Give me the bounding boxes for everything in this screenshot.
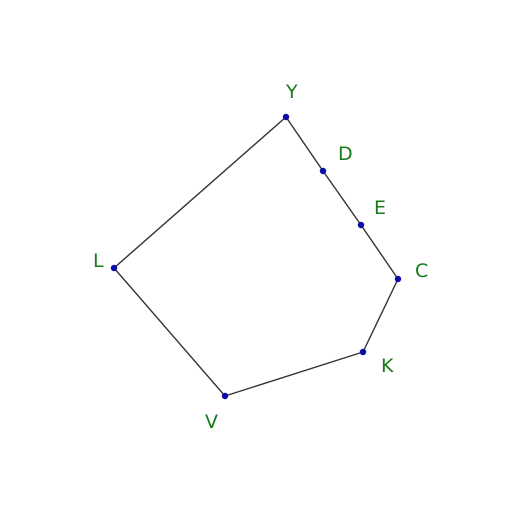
- label-e: E: [374, 197, 386, 219]
- point-y: [282, 113, 290, 121]
- point-k: [359, 348, 367, 356]
- edge-e-c: [360, 224, 399, 280]
- edge-y-d: [285, 116, 324, 172]
- label-v: V: [205, 411, 218, 433]
- point-d: [319, 167, 327, 175]
- point-l: [110, 264, 118, 272]
- point-v: [221, 392, 229, 400]
- point-e: [357, 221, 365, 229]
- edge-l-y: [113, 116, 287, 269]
- label-k: K: [381, 355, 394, 377]
- edge-k-v: [224, 351, 364, 397]
- edge-v-l: [113, 267, 226, 397]
- label-l: L: [93, 250, 104, 272]
- label-c: C: [415, 260, 428, 282]
- point-c: [394, 275, 402, 283]
- edge-d-e: [322, 170, 362, 226]
- label-d: D: [338, 143, 353, 165]
- edge-c-k: [362, 278, 399, 353]
- label-y: Y: [285, 81, 298, 103]
